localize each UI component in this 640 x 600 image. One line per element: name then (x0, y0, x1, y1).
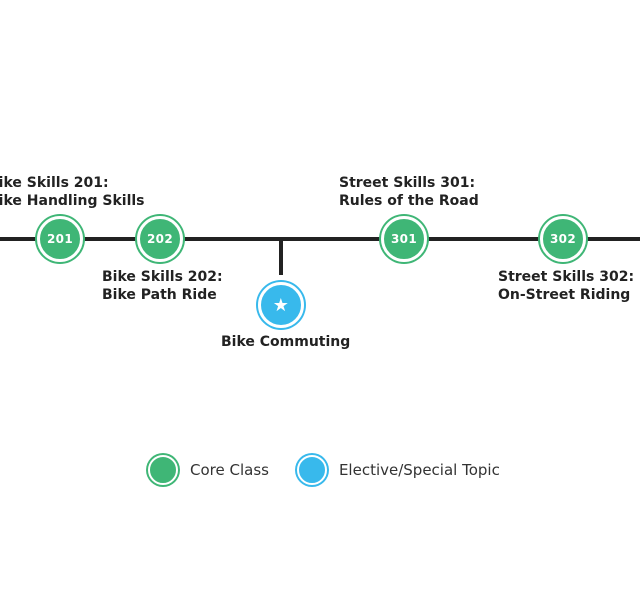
elective-star-icon[interactable]: ★ (258, 282, 304, 328)
course-302-title-line1: Street Skills 302: (498, 269, 635, 285)
elective-title-line1: Bike Commuting (221, 334, 351, 350)
core-class-swatch-icon (148, 455, 178, 485)
course-301-title-line2: Rules of the Road (339, 193, 479, 209)
legend-item-elective: Elective/Special Topic (296, 455, 500, 485)
course-202-title-line1: Bike Skills 202: (102, 269, 223, 285)
course-301-title: Street Skills 301: Rules of the Road (339, 174, 479, 210)
course-202-title: Bike Skills 202: Bike Path Ride (102, 268, 223, 304)
legend-elective-label: Elective/Special Topic (338, 461, 500, 479)
course-202-node[interactable]: 202 (137, 216, 183, 262)
course-201-node[interactable]: 201 (37, 216, 83, 262)
elective-branch-line (279, 239, 283, 275)
timeline-line (0, 237, 640, 241)
course-301-title-line1: Street Skills 301: (339, 175, 476, 191)
course-302-title: Street Skills 302: On-Street Riding (498, 268, 634, 304)
legend-item-core: Core Class (148, 455, 269, 485)
course-201-title-line2: Bike Handling Skills (0, 193, 145, 209)
legend-core-label: Core Class (190, 461, 269, 479)
course-201-title: Bike Skills 201: Bike Handling Skills (0, 174, 145, 210)
course-202-title-line2: Bike Path Ride (102, 287, 217, 303)
course-301-node[interactable]: 301 (381, 216, 427, 262)
course-302-node[interactable]: 302 (540, 216, 586, 262)
elective-title: Bike Commuting (221, 333, 350, 351)
elective-swatch-icon (296, 455, 327, 485)
course-302-title-line2: On-Street Riding (498, 287, 631, 303)
course-201-title-line1: Bike Skills 201: (0, 175, 109, 191)
legend: Core Class Elective/Special Topic (148, 455, 528, 485)
